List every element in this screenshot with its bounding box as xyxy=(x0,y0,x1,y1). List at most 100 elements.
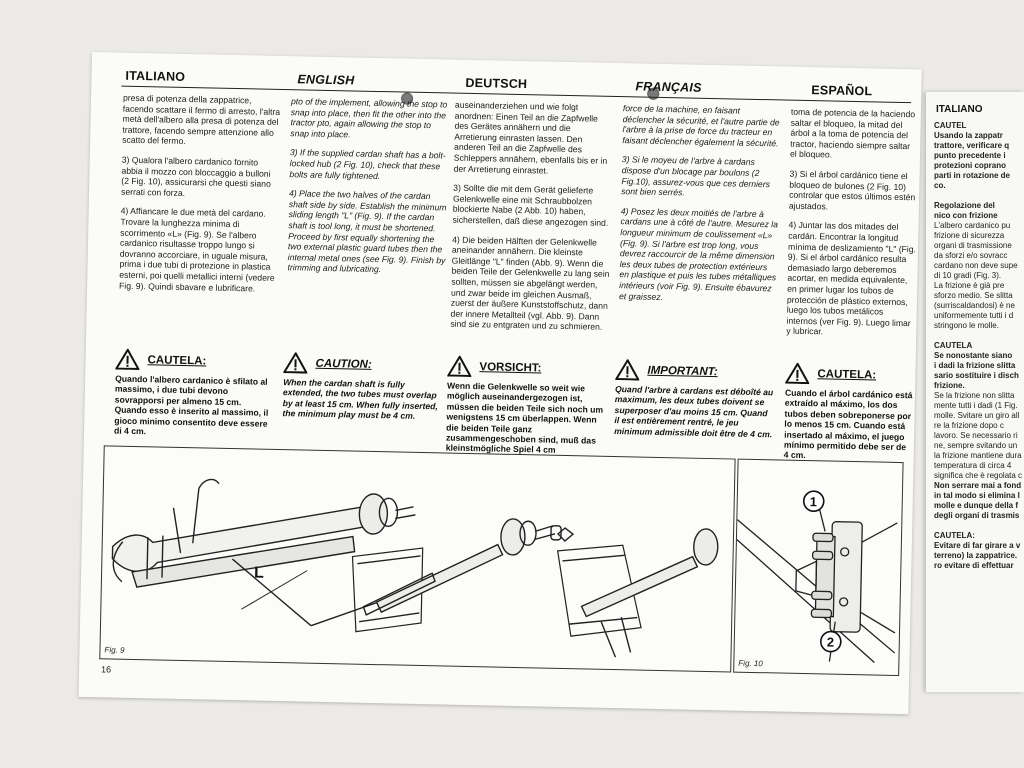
next-page-line: protezioni coprano xyxy=(934,161,1006,170)
dimension-label-L: L xyxy=(254,565,264,582)
callout-2-circle xyxy=(820,630,842,653)
next-page-line xyxy=(934,521,1024,531)
column-english: pto of the implement, allowing the stop … xyxy=(287,96,449,285)
caution-title: CAUTELA: xyxy=(147,353,207,367)
next-page-line: mente tutti i dadi (1 Fig. xyxy=(934,401,1018,410)
paragraph: 3) Si el árbol cardánico tiene el bloque… xyxy=(788,168,916,212)
next-page-line: Usando la zappatr xyxy=(934,131,1003,140)
caution-title: CAUTION: xyxy=(315,357,372,371)
next-page-line: (surriscaldandosi) è ne xyxy=(934,301,1015,310)
paragraph: 4) Affiancare le due metà del cardano. T… xyxy=(119,205,275,293)
next-page-line: punto precedente i xyxy=(934,151,1006,160)
next-page-line: L'albero cardanico pu xyxy=(934,221,1011,230)
caution-title: CAUTELA: xyxy=(817,367,877,381)
next-page-line: frizione di sicurezza xyxy=(934,231,1005,240)
header-english: ENGLISH xyxy=(297,72,355,88)
next-page-line: di 10 gradi (Fig. 3). xyxy=(934,271,1002,280)
next-page-line: Regolazione del xyxy=(934,201,995,210)
callout-1: 1 xyxy=(810,494,818,509)
paragraph: 4) Juntar las dos mitades del cardán. En… xyxy=(786,219,917,337)
next-page-line: frizione. xyxy=(934,381,965,390)
warning-icon xyxy=(447,355,472,378)
next-page-line: degli organi di trasmis xyxy=(934,511,1020,520)
next-page-line: stringono le molle. xyxy=(934,321,999,330)
next-page-line: i dadi la frizione slitta xyxy=(934,361,1016,370)
next-page-line: molle. Svitare un giro all xyxy=(934,411,1020,420)
paragraph: toma de potencia de la haciendo saltar e… xyxy=(789,106,916,160)
warning-icon xyxy=(115,348,140,371)
clutch-hub-illustration: 1 2 xyxy=(736,490,898,664)
column-deutsch: auseinanderziehen und wie folgt anordnen… xyxy=(450,100,613,342)
paragraph: 4) Posez les deux moitiés de l'arbre à c… xyxy=(618,205,779,302)
column-espanol: toma de potencia de la haciendo saltar e… xyxy=(786,107,919,349)
caution-text: Cuando el árbol cardánico está extraído … xyxy=(783,387,913,461)
caution-text: Quando l'albero cardanico è sfilato al m… xyxy=(113,373,269,437)
figure-10-label: Fig. 10 xyxy=(738,658,763,669)
paragraph: auseinanderziehen und wie folgt anordnen… xyxy=(453,99,608,176)
warning-icon xyxy=(785,362,810,385)
caution-english: CAUTION: When the cardan shaft is fully … xyxy=(282,352,443,422)
next-page-line: Non serrare mai a fond xyxy=(934,481,1022,490)
caution-title: VORSICHT: xyxy=(479,360,542,374)
next-page-line: nico con frizione xyxy=(934,211,998,220)
callout-2: 2 xyxy=(827,635,835,650)
cardan-shaft-illustration: L xyxy=(111,478,719,658)
next-page-line: Evitare di far girare a v xyxy=(934,541,1021,550)
paragraph: 3) Qualora l'albero cardanico fornito ab… xyxy=(120,154,271,198)
paragraph: 4) Die beiden Hälften der Gelenkwelle an… xyxy=(450,234,610,333)
next-page-line: uniformemente tutti i d xyxy=(934,311,1014,320)
paragraph: 4) Place the two halves of the cardan sh… xyxy=(287,188,447,275)
next-page-line: re la frizione dopo c xyxy=(934,421,1004,430)
figure-9: L Fig. 9 xyxy=(99,445,736,673)
header-italiano: ITALIANO xyxy=(125,68,186,84)
column-italiano: presa di potenza della zappatrice, facen… xyxy=(119,93,281,303)
paragraph: presa di potenza della zappatrice, facen… xyxy=(122,92,281,147)
page-number: 16 xyxy=(100,664,112,675)
header-deutsch: DEUTSCH xyxy=(465,75,528,92)
next-page-line: trattore, verificare q xyxy=(934,141,1010,150)
next-page-header: ITALIANO xyxy=(936,104,983,115)
next-page-line: cardano non deve supe xyxy=(934,261,1018,270)
next-page-line: significa che è regolata c xyxy=(934,471,1023,480)
next-page-line: sario sostituire i disch xyxy=(934,371,1019,380)
caution-italiano: CAUTELA: Quando l'albero cardanico è sfi… xyxy=(113,348,276,440)
caution-text: Quand l'arbre à cardans est déboîté au m… xyxy=(614,384,774,439)
warning-icon xyxy=(283,352,308,374)
next-page-line xyxy=(934,191,1024,201)
next-page-line: ne, sempre svitando un xyxy=(934,441,1018,450)
caution-espanol: CAUTELA: Cuando el árbol cardánico está … xyxy=(783,362,914,464)
next-page-line: organi di trasmissione xyxy=(934,241,1012,250)
next-page-line xyxy=(934,331,1024,341)
next-page-line: La frizione è già pre xyxy=(934,281,1005,290)
paragraph: 3) If the supplied cardan shaft has a bo… xyxy=(289,147,446,181)
next-page-line: molle e dunque della f xyxy=(934,501,1019,510)
next-page-line: da sforzi e/o sovracc xyxy=(934,251,1008,260)
caution-title: IMPORTANT: xyxy=(647,364,718,378)
next-page-line: la frizione mantiene dura xyxy=(934,451,1022,460)
callout-1-circle xyxy=(802,490,825,513)
paragraph: 3) Si le moyeu de l'arbre à cardans disp… xyxy=(621,154,771,198)
caution-text: When the cardan shaft is fully extended,… xyxy=(282,377,438,422)
column-francais: force de la machine, en faisant déclench… xyxy=(619,103,781,313)
next-page-line: parti in rotazione de xyxy=(934,171,1011,180)
next-page-line: CAUTEL xyxy=(934,121,967,130)
figure-9-label: Fig. 9 xyxy=(104,645,125,655)
paragraph: pto of the implement, allowing the stop … xyxy=(290,96,448,140)
next-page-line: temperatura di circa 4 xyxy=(934,461,1012,470)
paragraph: force de la machine, en faisant déclench… xyxy=(622,103,780,149)
next-page-line: terreno) la zappatrice. xyxy=(934,551,1018,560)
next-page-line: CAUTELA: xyxy=(934,531,975,540)
next-page-line: co. xyxy=(934,181,946,190)
header-francais: FRANÇAIS xyxy=(635,79,702,95)
next-page-line: sforzo medio. Se slitta xyxy=(934,291,1013,300)
paragraph: 3) Sollte die mit dem Gerät gelieferte G… xyxy=(452,182,609,228)
next-page-line: in tal modo si elimina l xyxy=(934,491,1020,500)
next-page-line: CAUTELA xyxy=(934,341,973,350)
warning-icon xyxy=(615,359,640,381)
next-page-line: Se nonostante siano xyxy=(934,351,1013,360)
next-page-line: lavoro. Se necessario ri xyxy=(934,431,1018,440)
next-page-line: ro evitare di effettuar xyxy=(934,561,1014,570)
header-espanol: ESPAÑOL xyxy=(811,83,873,99)
